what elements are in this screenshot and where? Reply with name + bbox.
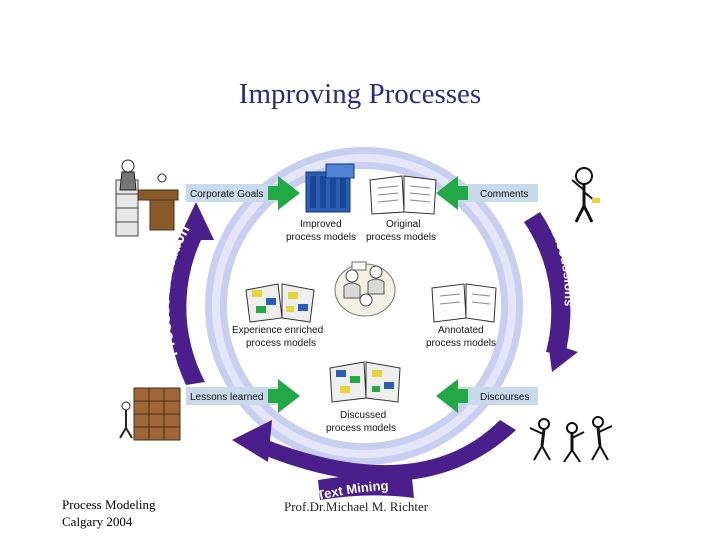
people-discussing-icon <box>334 261 396 317</box>
corporate-goals-arrow <box>186 176 300 210</box>
annotated-label-2: process models <box>426 338 496 349</box>
improved-label-2: process models <box>286 232 356 243</box>
comments-arrow <box>436 176 538 210</box>
experience-label-1: Experience enriched <box>232 325 323 336</box>
corporate-goals-label: Corporate Goals <box>190 189 263 200</box>
footer-author: Prof.Dr.Michael M. Richter <box>284 499 429 514</box>
ediscussions-arc <box>524 212 571 355</box>
text-mining-arrowhead <box>232 420 272 462</box>
discussed-label-2: process models <box>326 423 396 434</box>
annotated-label-1: Annotated <box>438 325 484 336</box>
process-evolution-arrowhead <box>178 202 214 240</box>
debating-people-icon <box>529 416 613 463</box>
improved-models-binders-icon <box>305 163 355 213</box>
text-mining-label-band <box>318 474 414 500</box>
manager-at-desk-icon <box>115 159 179 237</box>
original-models-book-icon <box>369 175 437 215</box>
lessons-learned-label: Lessons learned <box>190 392 263 403</box>
archive-shelf-icon <box>119 387 181 441</box>
process-evolution-arc <box>168 228 205 385</box>
ediscussions-arrowhead <box>548 342 578 372</box>
text-mining-arc <box>256 420 516 482</box>
lessons-learned-arrow <box>186 379 300 413</box>
original-label-2: process models <box>366 232 436 243</box>
discourses-label: Discourses <box>480 392 529 403</box>
experience-label-2: process models <box>246 338 316 349</box>
discussed-label-1: Discussed <box>340 410 386 421</box>
footer-course-info: Process Modeling Calgary 2004 <box>62 496 156 530</box>
footer-course-location: Calgary 2004 <box>62 514 133 529</box>
comments-label: Comments <box>480 189 528 200</box>
discussed-book-icon <box>329 361 401 403</box>
thinking-person-icon <box>571 167 600 223</box>
annotated-book-icon <box>431 283 497 323</box>
experience-enriched-book-icon <box>245 283 315 323</box>
improved-label-1: Improved <box>300 219 342 230</box>
footer-course-name: Process Modeling <box>62 497 156 512</box>
discourses-arrow <box>436 379 538 413</box>
slide-title: Improving Processes <box>238 78 482 110</box>
inner-flow-ring-highlight <box>212 154 516 458</box>
original-label-1: Original <box>386 219 420 230</box>
